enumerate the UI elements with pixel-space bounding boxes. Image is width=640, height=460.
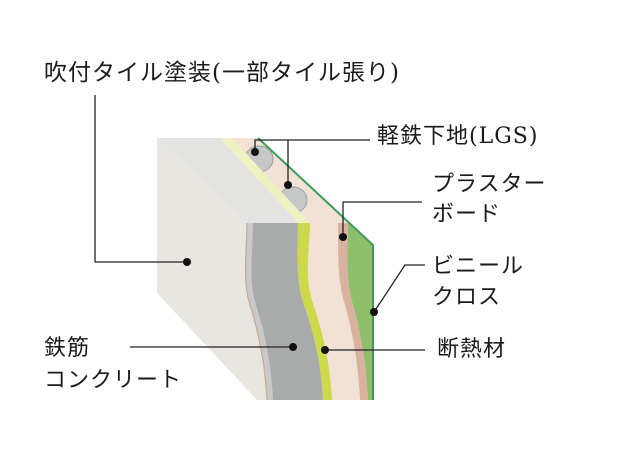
leader-lines — [94, 95, 425, 351]
dot-vinyl — [370, 308, 378, 316]
plasterboard-layer — [337, 223, 368, 400]
exterior-face — [157, 138, 267, 400]
dot-insulation — [321, 346, 329, 354]
leader-lgs — [254, 139, 370, 185]
dot-lgs-1 — [251, 148, 259, 156]
leader-plasterboard — [342, 201, 422, 237]
exterior-edge — [244, 222, 268, 401]
label-rc-1: 鉄筋 — [44, 336, 91, 361]
label-vinyl-1: ビニール — [432, 254, 525, 279]
vinyl-cloth-layer — [347, 223, 373, 400]
label-rc-2: コンクリート — [44, 368, 183, 393]
concrete-top — [157, 138, 298, 223]
dot-concrete — [289, 343, 297, 351]
leader-vinyl — [373, 264, 425, 313]
label-plasterboard-1: プラスター — [432, 172, 547, 197]
leader-dots — [183, 148, 378, 354]
concrete-edge — [245, 223, 273, 400]
dot-lgs-2 — [284, 181, 292, 189]
vinyl-cloth-edge — [257, 137, 374, 400]
dot-spray-tile — [183, 258, 191, 266]
dot-plasterboard — [339, 233, 347, 241]
leader-spray-tile — [94, 95, 187, 263]
label-insulation: 断熱材 — [437, 337, 507, 362]
label-lgs: 軽鉄下地(LGS) — [377, 124, 539, 149]
insulation-layer — [297, 223, 332, 400]
cavity-layer — [230, 138, 373, 400]
label-plasterboard-2: ボード — [432, 202, 502, 227]
label-spray-tile: 吹付タイル塗装(一部タイル張り) — [44, 60, 400, 86]
label-vinyl-2: クロス — [432, 285, 502, 310]
